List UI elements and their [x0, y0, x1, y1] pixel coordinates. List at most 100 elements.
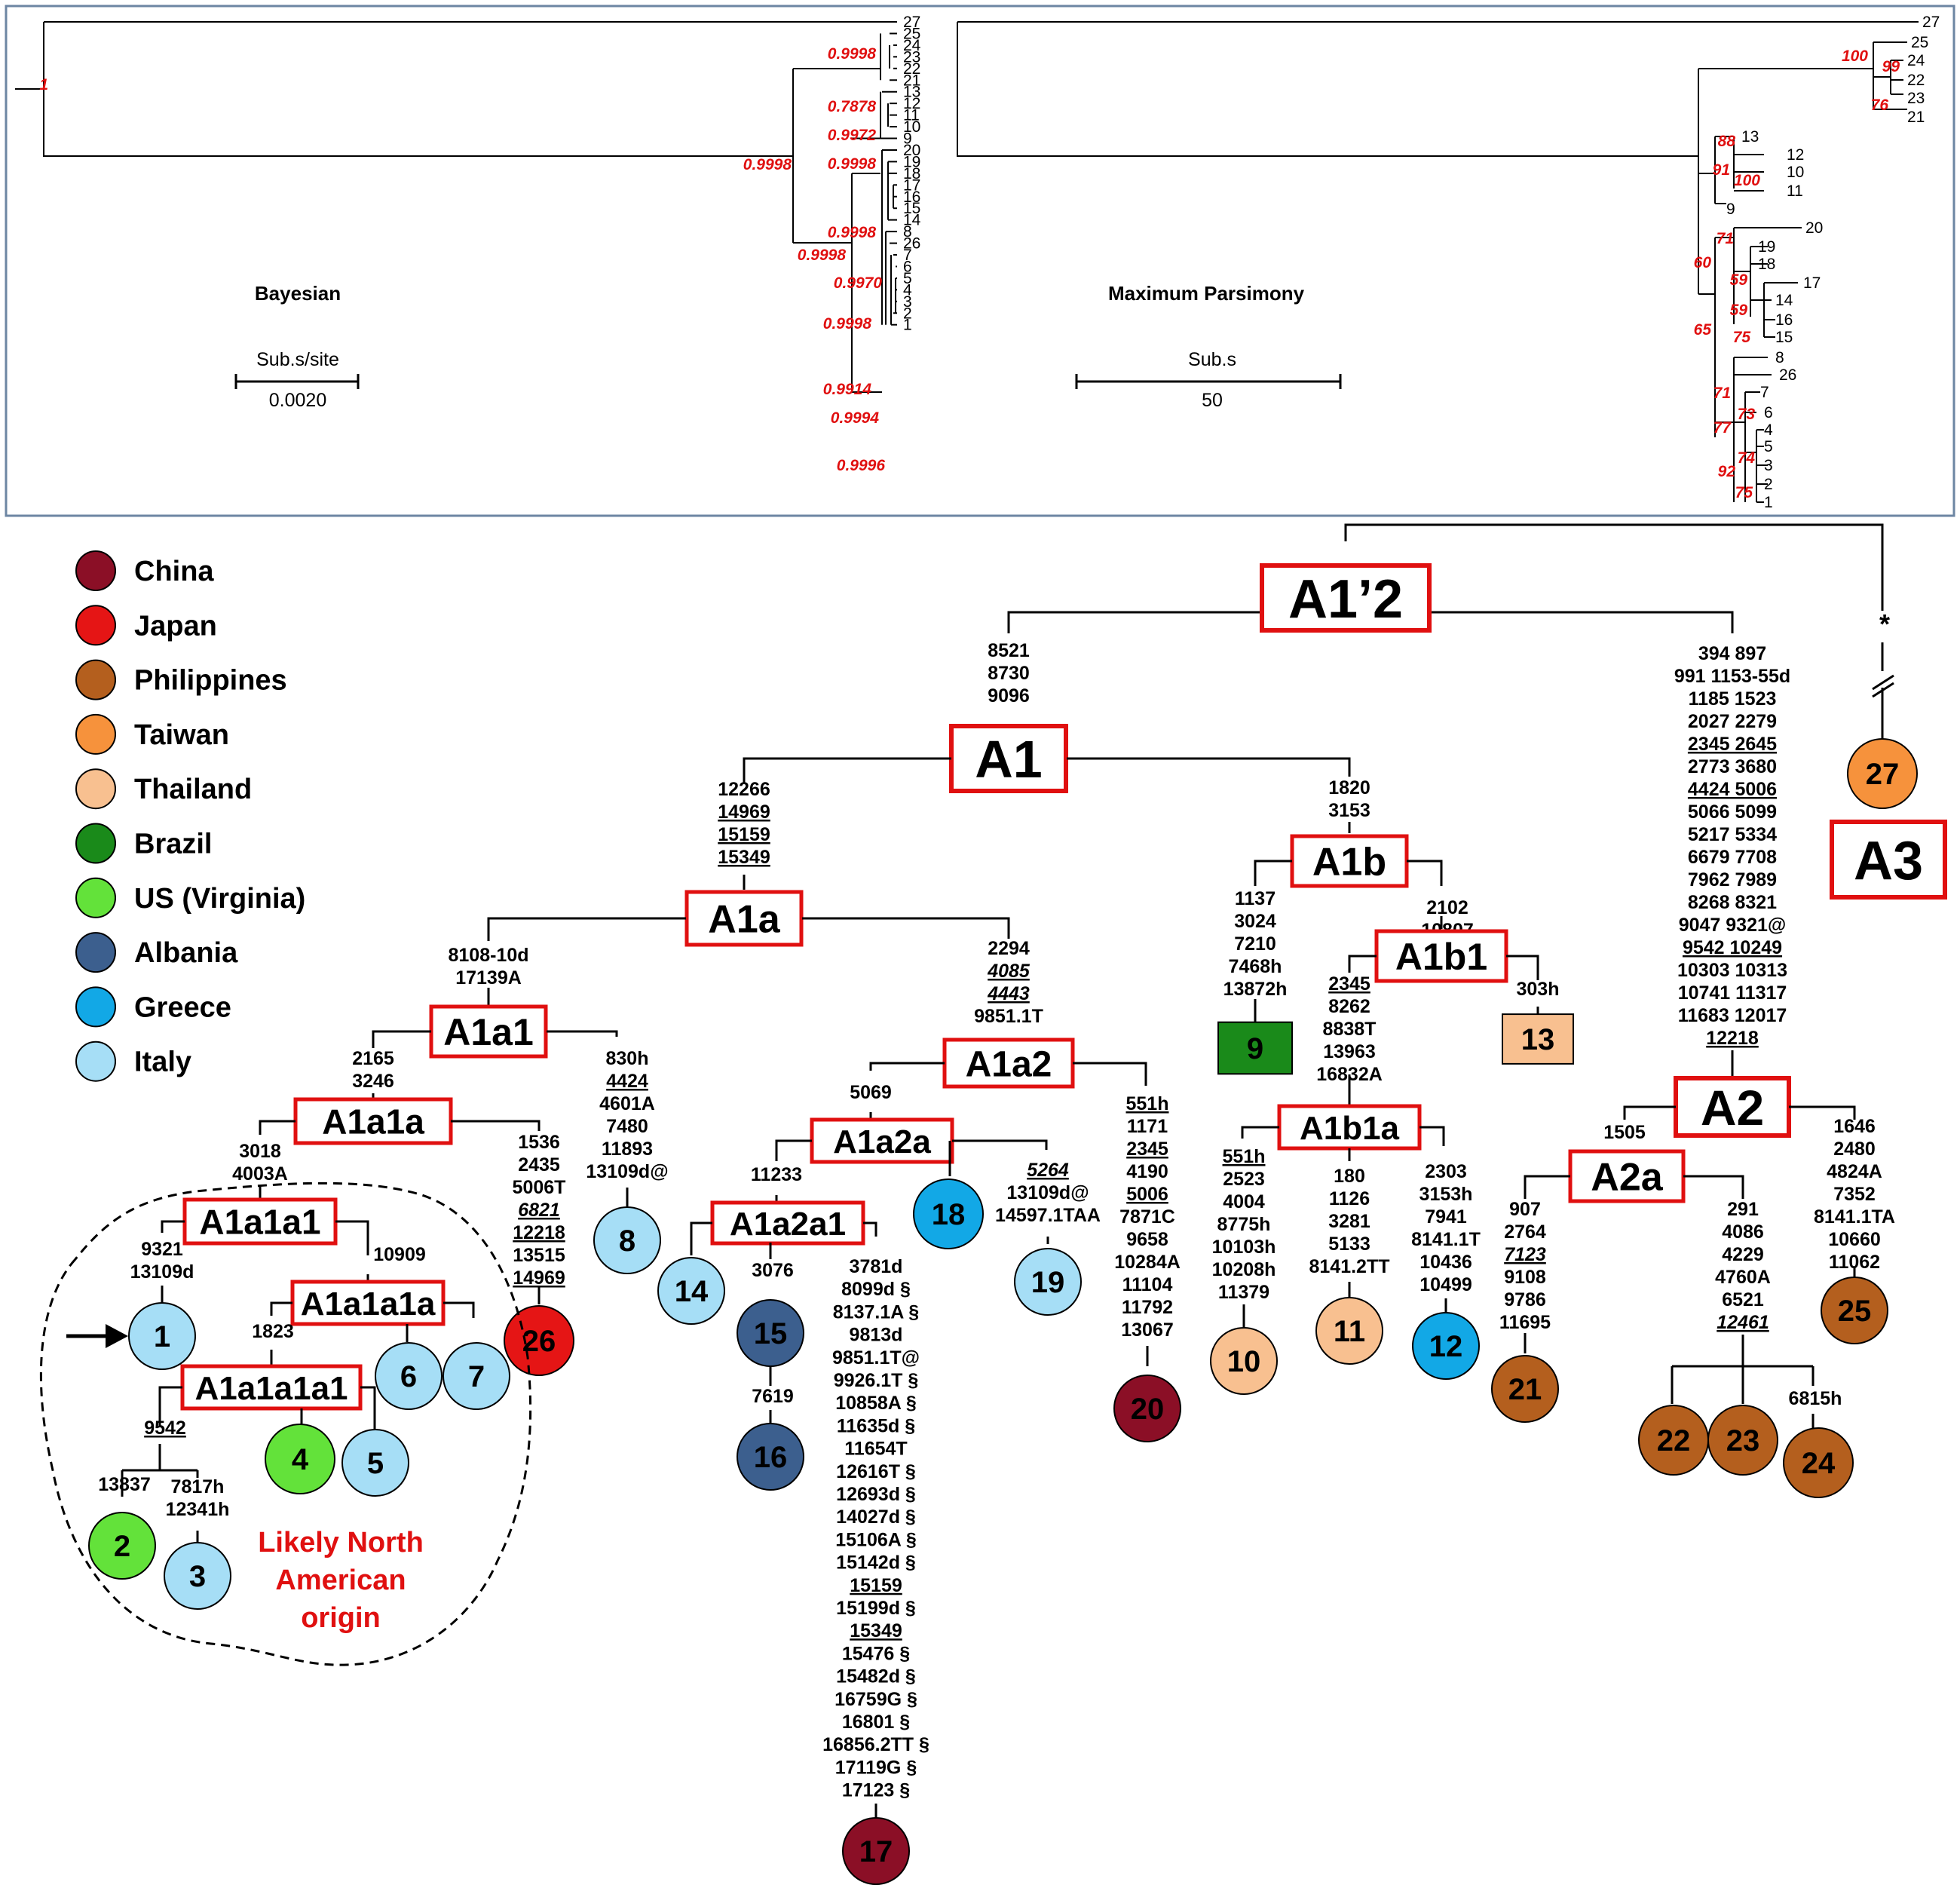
bayes-leaf-25: 25: [903, 25, 920, 42]
a1a1a1a-stem: [335, 1220, 369, 1255]
mutation-label: 2345: [1328, 973, 1370, 995]
bayes-leaf-3: 3: [903, 293, 912, 311]
sample-1-num: 1: [154, 1320, 170, 1353]
sample-8-num: 8: [619, 1224, 635, 1258]
sample-9-num: 9: [1247, 1032, 1263, 1065]
sample-27: [1847, 738, 1918, 809]
mutation-label: 1126: [1329, 1188, 1370, 1209]
mutation-label: 9542 10249: [1683, 937, 1782, 958]
pars-leaf-16: 16: [1775, 311, 1793, 329]
bayes-support-label: 0.9914: [823, 381, 872, 398]
mutation-label: 4443: [987, 983, 1030, 1004]
legend-label: Thailand: [134, 774, 252, 805]
pars-support-label: 88: [1718, 133, 1736, 150]
mutation-label: 7352: [1833, 1184, 1876, 1205]
bayes-support-label: 0.9998: [823, 315, 872, 333]
pars-leaf-9: 9: [1726, 201, 1735, 218]
origin-dashed-outline: [39, 1182, 532, 1666]
legend-swatch: [75, 659, 116, 700]
bayes-leaf-26: 26: [903, 235, 920, 253]
n10-stem: [1241, 1126, 1279, 1139]
haplogroup-A1a1a1-label: A1a1a1: [199, 1203, 320, 1242]
mutation-label: 17139A: [455, 967, 522, 988]
mutation-label: 14969: [513, 1267, 565, 1289]
haplogroup-A1a2a-label: A1a2a: [833, 1123, 931, 1160]
pars-support-label: 100: [1842, 48, 1868, 65]
mutation-label: 1646: [1833, 1116, 1876, 1137]
bayes-leaf-20: 20: [903, 142, 920, 159]
n9542-stem: [158, 1386, 182, 1427]
bayes-leaf-9: 9: [903, 130, 912, 148]
sample-10-num: 10: [1227, 1345, 1261, 1378]
pars-leaf-14: 14: [1775, 292, 1793, 309]
mutation-label: 15482d §: [836, 1666, 916, 1687]
n21-stem: [1524, 1175, 1570, 1199]
mutation-label: 5217 5334: [1688, 824, 1777, 845]
root-branch: [1344, 523, 1884, 611]
mutation-label: 4229: [1722, 1244, 1764, 1265]
pars-leaf-25: 25: [1911, 34, 1928, 51]
mutation-label: 9851.1T@: [832, 1347, 920, 1368]
bayes-leaf-11: 11: [903, 107, 920, 124]
origin-note-label: Likely North: [258, 1527, 424, 1559]
mutation-label: 10103h: [1212, 1237, 1276, 1258]
haplogroup-A1-2-label: A1’2: [1288, 569, 1403, 630]
mutation-label: 13109d@: [586, 1161, 668, 1182]
mutation-label: 8141.2TT: [1309, 1256, 1389, 1277]
pars-support-label: 76: [1871, 97, 1889, 114]
mutation-label: 9321: [141, 1239, 183, 1260]
bayes-scale-label: Sub.s/site: [256, 349, 339, 370]
mutation-label: 11379: [1218, 1282, 1269, 1303]
a2-branch: [1428, 611, 1734, 633]
mutation-label: 16759G §: [835, 1689, 917, 1710]
bayes-title: Bayesian: [255, 282, 341, 305]
pars-support-label: 77: [1713, 419, 1732, 437]
mutation-label: 8099d §: [841, 1279, 911, 1300]
pars-support-label: 71: [1713, 385, 1731, 402]
pars-leaf-23: 23: [1907, 90, 1925, 107]
bayes-root-branch: [43, 22, 793, 157]
legend-label: Greece: [134, 992, 231, 1023]
mutation-label: 14597.1TAA: [995, 1205, 1101, 1226]
sample-23-num: 23: [1726, 1424, 1760, 1457]
mutation-label: 11104: [1122, 1274, 1173, 1295]
sample-24: [1783, 1427, 1854, 1498]
pars-leaf-20: 20: [1805, 219, 1823, 237]
bayes-support-label: 0.9998: [798, 247, 847, 264]
haplogroup-A1-box: [949, 724, 1068, 793]
arrow-icon: [106, 1324, 128, 1348]
mutation-label: 5006T: [513, 1177, 566, 1198]
mutation-label: 15142d §: [836, 1552, 916, 1574]
mutation-label: 7871C: [1119, 1206, 1175, 1228]
pars-support-label: 71: [1717, 230, 1734, 247]
mutation-label: 991 1153-55d: [1674, 666, 1790, 687]
mutation-label: 15159: [718, 824, 770, 845]
sample-18: [913, 1178, 984, 1249]
pars-support-label: 73: [1738, 406, 1756, 423]
mutation-label: 13109d: [130, 1261, 194, 1283]
bayes-support-label: 0.9998: [828, 224, 877, 241]
mutation-label: 4190: [1126, 1161, 1168, 1182]
n7-stem: [443, 1301, 475, 1318]
mutation-label: 830h: [606, 1048, 649, 1069]
mutation-label: 15199d §: [836, 1598, 916, 1619]
mutation-label: 6815h: [1789, 1388, 1842, 1409]
mutation-label: 3076: [752, 1260, 794, 1281]
bayes-leaf-16: 16: [903, 188, 920, 206]
pars-root-branch: [957, 22, 1698, 157]
mutation-label: 9108: [1504, 1267, 1546, 1288]
pars-scale-value: 50: [1202, 390, 1223, 411]
sample-21-num: 21: [1508, 1373, 1542, 1406]
haplogroup-A1b1-box: [1374, 929, 1508, 983]
mutation-label: 15159: [850, 1575, 902, 1596]
sample-12: [1412, 1312, 1480, 1380]
sample-4: [265, 1424, 335, 1494]
mutation-label: 9813d: [850, 1325, 903, 1346]
sample-3-num: 3: [189, 1560, 206, 1593]
haplogroup-A1a2a1-box: [710, 1200, 865, 1246]
mutation-label: 9658: [1126, 1229, 1168, 1250]
bayes-leaf-10: 10: [903, 118, 920, 136]
mutation-label: 4003A: [232, 1163, 288, 1185]
sample-7-num: 7: [468, 1360, 485, 1393]
pars-leaf-12: 12: [1787, 146, 1804, 164]
